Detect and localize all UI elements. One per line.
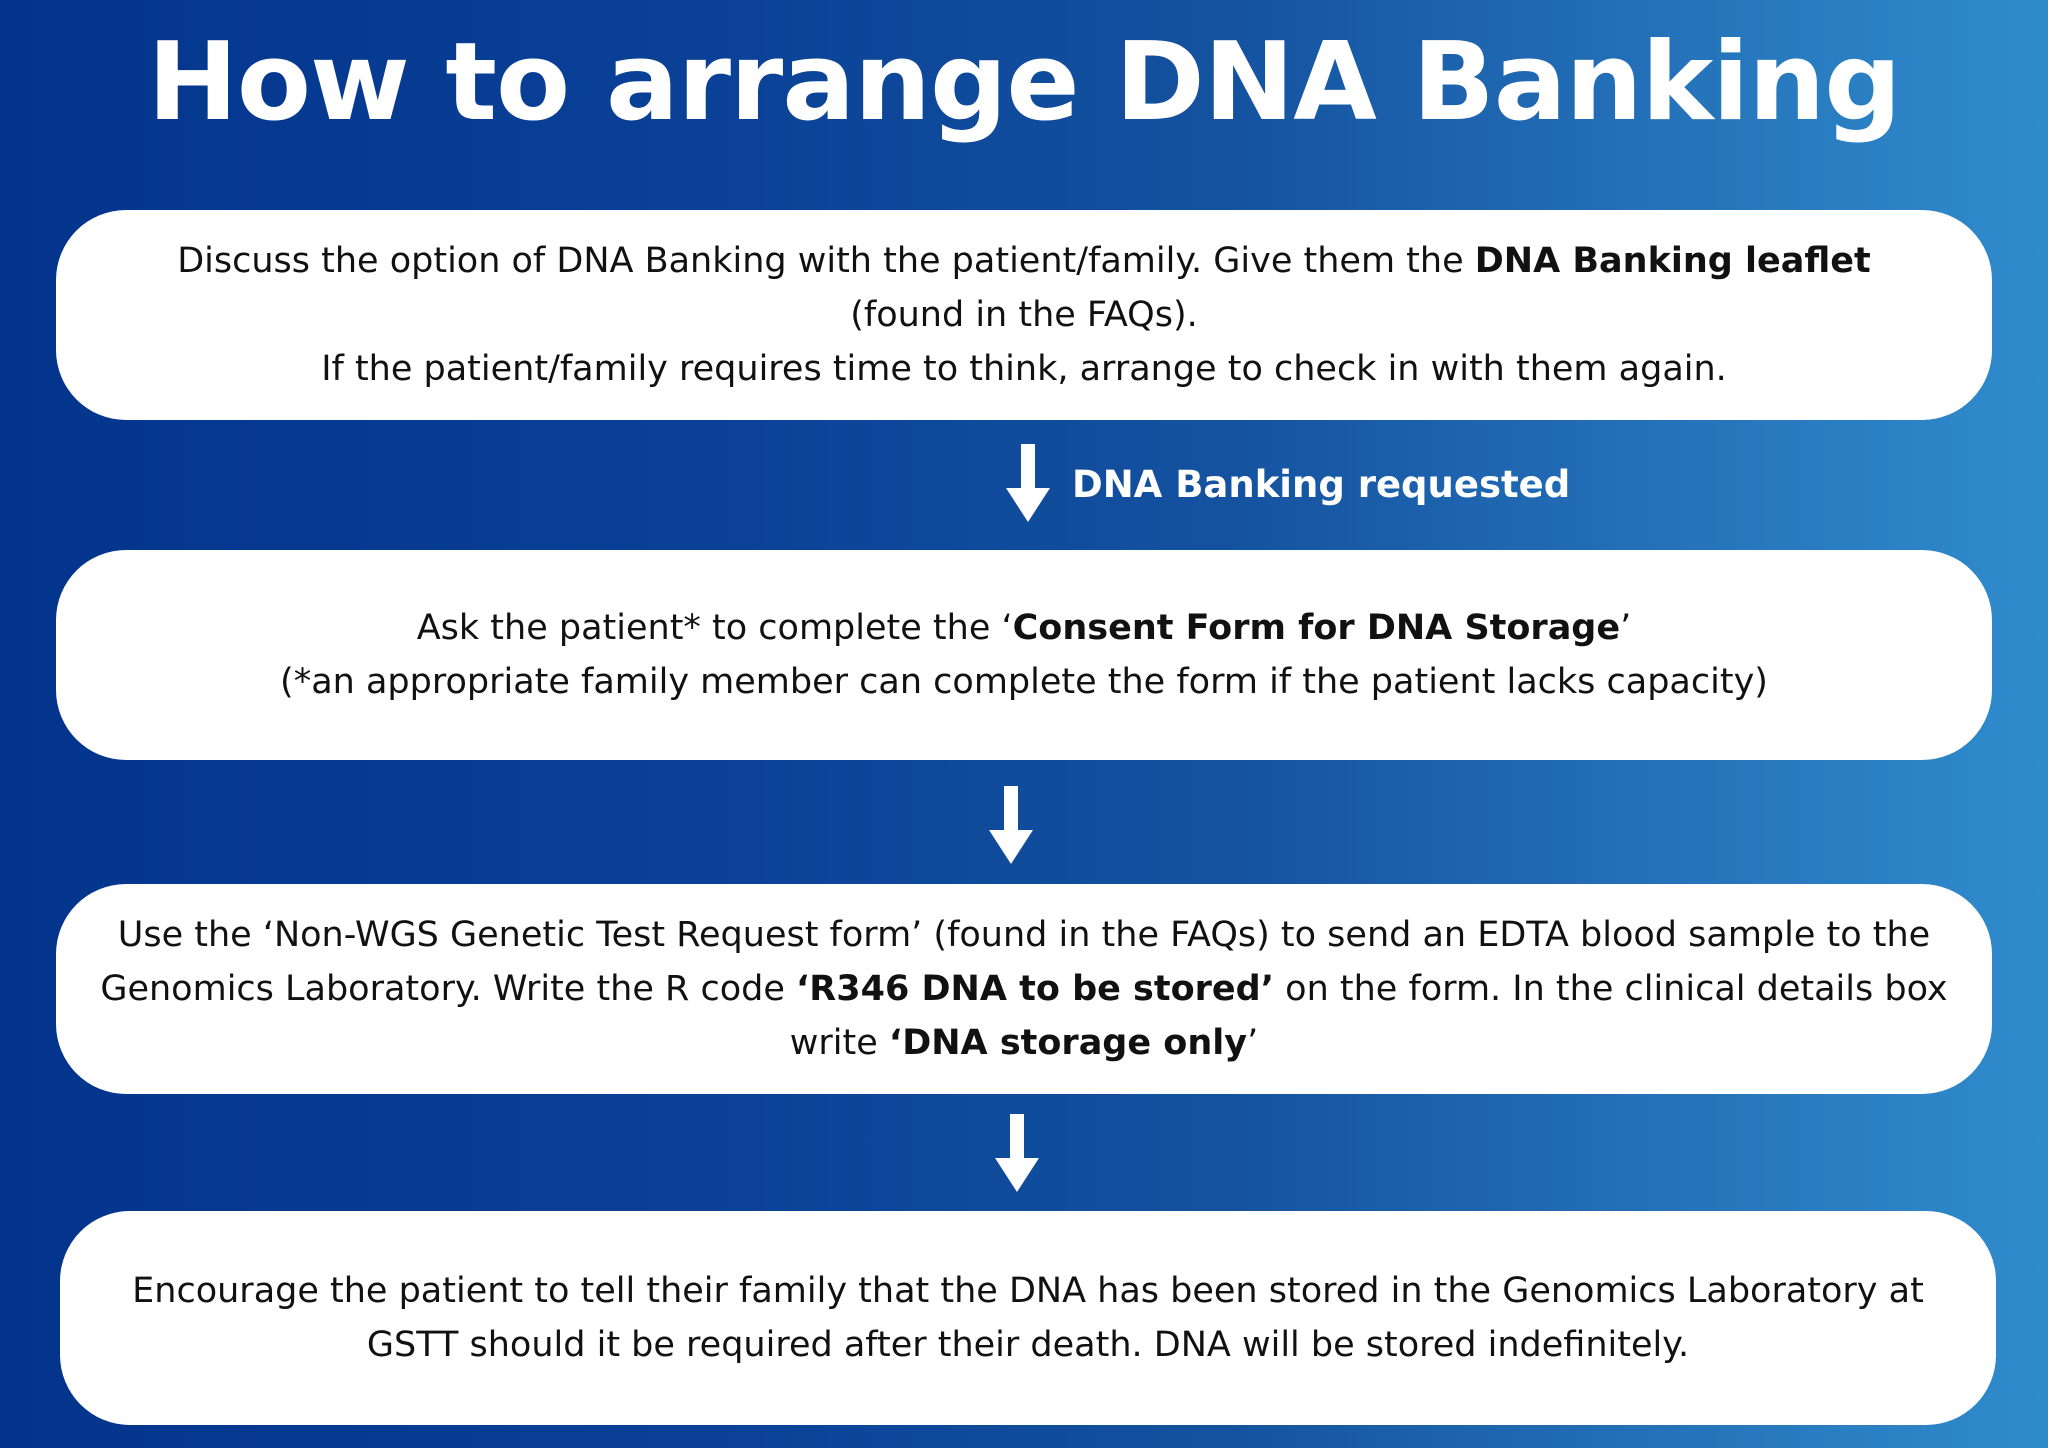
- step-3-text: Use the ‘Non-WGS Genetic Test Request fo…: [96, 908, 1952, 1070]
- step-3-text-part3: ’: [1247, 1023, 1259, 1063]
- step-3-text-part2: on the form. In the clinical details box…: [789, 969, 1948, 1063]
- step-1-line2-text: (found in the FAQs).: [850, 295, 1198, 335]
- dna-banking-requested-label: DNA Banking requested: [1072, 463, 1571, 506]
- step-1-box: Discuss the option of DNA Banking with t…: [56, 210, 1992, 420]
- step-1-line3-text: If the patient/family requires time to t…: [321, 349, 1727, 389]
- step-2-line1-text: Ask the patient* to complete the ‘: [416, 608, 1013, 648]
- step-2-text: Ask the patient* to complete the ‘Consen…: [280, 601, 1768, 709]
- step-1-line1-text: Discuss the option of DNA Banking with t…: [177, 241, 1475, 281]
- down-arrow-icon: [995, 1114, 1039, 1192]
- step-3-text-part1: Use the ‘Non-WGS Genetic Test Request fo…: [100, 915, 1931, 1009]
- step-2-line2-text: (*an appropriate family member can compl…: [280, 662, 1768, 702]
- dna-banking-leaflet-text: DNA Banking leaflet: [1474, 241, 1871, 281]
- consent-form-text: Consent Form for DNA Storage: [1012, 608, 1621, 648]
- step-1-text: Discuss the option of DNA Banking with t…: [177, 234, 1871, 396]
- step-4-box: Encourage the patient to tell their fami…: [60, 1211, 1996, 1425]
- step-2-line1-end: ’: [1620, 608, 1632, 648]
- page-title: How to arrange DNA Banking: [147, 20, 1901, 145]
- down-arrow-icon: [1006, 444, 1050, 522]
- dna-storage-only-text: ‘DNA storage only: [888, 1023, 1248, 1063]
- step-2-box: Ask the patient* to complete the ‘Consen…: [56, 550, 1992, 760]
- r346-code-text: ‘R346 DNA to be stored’: [796, 969, 1275, 1009]
- step-4-text: Encourage the patient to tell their fami…: [132, 1271, 1924, 1365]
- step-3-box: Use the ‘Non-WGS Genetic Test Request fo…: [56, 884, 1992, 1094]
- down-arrow-icon: [989, 786, 1033, 864]
